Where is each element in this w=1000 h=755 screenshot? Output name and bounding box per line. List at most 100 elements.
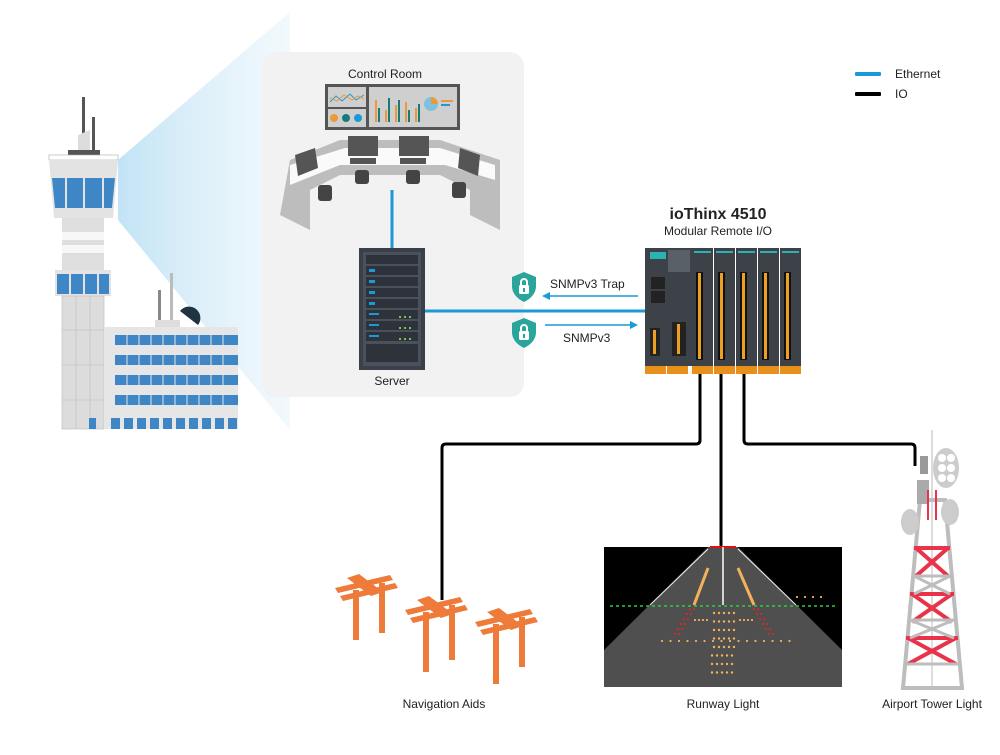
runway-lamp — [682, 617, 686, 621]
snmpv3-trap-arrow — [542, 292, 638, 300]
io-link-airport-tower-light — [742, 374, 917, 466]
runway-lamp — [715, 671, 719, 674]
runway-lamp — [730, 662, 734, 666]
runway-lamp — [722, 637, 726, 640]
runway-lamp — [752, 607, 756, 611]
runway-lamp — [761, 622, 765, 626]
runway-lamp — [717, 620, 721, 623]
runway-lamp — [712, 611, 716, 615]
view-beam — [118, 12, 290, 430]
airport-control-tower-illustration — [48, 97, 238, 430]
runway-lamp — [730, 671, 734, 674]
io-module — [736, 248, 757, 374]
runway-lamp — [765, 622, 769, 626]
runway-lamp — [711, 639, 715, 643]
runway-light-illustration — [604, 546, 842, 687]
runway-lamp — [754, 639, 757, 643]
runway-lamp — [788, 639, 791, 643]
runway-lamp — [732, 628, 736, 632]
runway-lamp — [686, 617, 690, 621]
runway-lamp — [779, 639, 783, 643]
airport-tower-light-label: Airport Tower Light — [882, 697, 982, 711]
io-module — [692, 248, 713, 374]
runway-lamp — [727, 637, 731, 640]
runway-lamp — [758, 617, 762, 621]
device-name: ioThinx 4510 — [669, 206, 767, 223]
runway-lamp — [759, 612, 763, 616]
legend-item-io: IO — [855, 84, 940, 104]
server-label: Server — [374, 374, 410, 388]
runway-lamp — [715, 662, 719, 666]
runway-lamp — [677, 639, 681, 643]
runway-lamp — [692, 607, 696, 611]
runway-lamp — [803, 595, 807, 599]
runway-lamp — [727, 611, 731, 615]
runway-lamp — [679, 622, 683, 626]
device-subtitle: Modular Remote I/O — [663, 224, 773, 238]
runway-lamp — [676, 627, 680, 631]
runway-lamp — [732, 611, 736, 615]
runway-lamp — [673, 632, 677, 636]
io-module — [758, 248, 779, 374]
runway-lamp — [727, 645, 731, 649]
runway-lamp — [685, 612, 689, 616]
runway-lamp — [762, 639, 766, 643]
runway-lamp — [762, 617, 766, 621]
runway-lamp — [725, 671, 729, 674]
legend-label: Ethernet — [895, 67, 941, 81]
runway-lamp — [727, 628, 731, 632]
runway-lamp — [710, 662, 714, 666]
runway-lamp — [722, 628, 726, 632]
control-room-label: Control Room — [347, 67, 423, 81]
runway-lamp — [712, 620, 716, 623]
shield-lock-icon — [512, 272, 536, 302]
runway-lamp — [660, 639, 664, 643]
runway-lamp — [722, 620, 726, 623]
runway-lamp — [703, 639, 706, 643]
legend-item-ethernet: Ethernet — [855, 64, 940, 84]
runway-lamp — [746, 618, 750, 622]
runway-lamp — [689, 612, 693, 616]
runway-lamp — [693, 618, 697, 622]
runway-lamp — [688, 607, 692, 611]
runway-lamp — [819, 595, 823, 599]
runway-lamp — [767, 632, 771, 636]
runway-lamp — [722, 611, 726, 615]
io-link-navigation-aids — [440, 374, 702, 600]
runway-lamp — [683, 622, 687, 626]
runway-lamp — [771, 639, 774, 643]
runway-lamp — [811, 595, 815, 599]
runway-lamp — [745, 639, 749, 643]
iothinx-4510-device — [645, 248, 801, 374]
shield-lock-icon — [512, 318, 536, 348]
runway-lamp — [712, 628, 716, 632]
runway-lamp — [677, 632, 681, 636]
runway-lamp — [795, 595, 799, 599]
runway-lamp — [669, 639, 672, 643]
runway-lamp — [717, 645, 721, 649]
runway-lamp — [717, 628, 721, 632]
runway-lamp — [686, 639, 689, 643]
runway-lamp — [768, 627, 772, 631]
runway-lamp — [725, 662, 729, 666]
runway-lamp — [728, 639, 732, 643]
runway-light-label: Runway Light — [686, 697, 760, 711]
runway-lamp — [732, 637, 736, 640]
legend: Ethernet IO — [855, 64, 940, 104]
io-module — [714, 248, 735, 374]
runway-lamp — [771, 632, 775, 636]
runway-lamp — [717, 611, 721, 615]
approach-light-bar — [736, 567, 756, 606]
io-module — [780, 248, 801, 374]
legend-label: IO — [895, 87, 908, 101]
runway-lamp — [717, 637, 721, 640]
io-swatch — [855, 92, 881, 96]
runway-lamp — [764, 627, 768, 631]
runway-lamp — [720, 671, 724, 674]
runway-lamp — [732, 620, 736, 623]
runway-lamp — [727, 620, 731, 623]
approach-light-bar — [692, 567, 710, 606]
runway-lamp — [701, 618, 705, 622]
runway-lamp — [756, 607, 760, 611]
runway-lamp — [710, 654, 714, 657]
